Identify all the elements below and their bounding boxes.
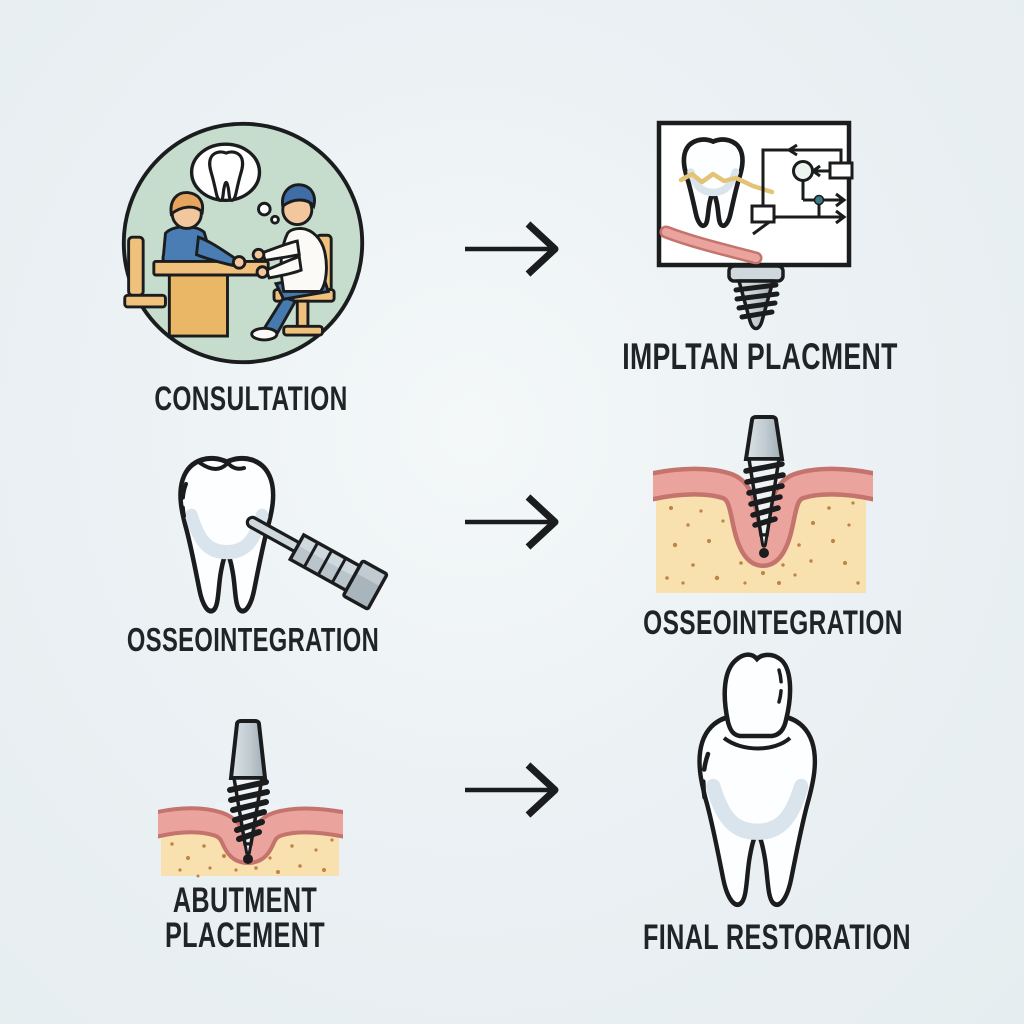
implant-in-bone-icon (645, 413, 881, 608)
crown-icon (722, 652, 793, 739)
consultation-icon (117, 117, 369, 374)
abutment-label-line1: ABUTMENT (172, 881, 318, 920)
abutment-screw-icon (227, 719, 270, 864)
flowchart-node (813, 194, 825, 206)
step-label-abutment-placement: ABUTMENT PLACEMENT (165, 883, 325, 953)
step-label-osseointegration-left: OSSEOINTEGRATION (126, 621, 380, 658)
implant-placement-diagram-icon (656, 120, 856, 347)
dental-drill-icon (245, 515, 389, 611)
right-arrow-icon (465, 221, 559, 277)
implant-screw-icon (743, 415, 786, 558)
step-label-final-restoration: FINAL RESTORATION (643, 918, 911, 957)
step-label-implant-placement: IMPLTAN PLACMENT (622, 336, 898, 377)
step-label-osseointegration-right: OSSEOINTEGRATION (643, 604, 903, 642)
abutment-in-bone-icon (150, 718, 350, 888)
desk (152, 259, 270, 277)
tooth-drill-icon (156, 448, 396, 638)
right-arrow-icon (465, 494, 559, 550)
crack-line (678, 171, 775, 195)
flowchart (752, 143, 847, 236)
bone-texture (170, 838, 334, 878)
abutment-label-line2: PLACEMENT (164, 916, 326, 955)
implant-screw-icon (727, 264, 785, 331)
bone-texture (665, 501, 860, 585)
crowned-tooth-icon (678, 650, 838, 925)
right-arrow-icon (465, 762, 559, 818)
step-label-consultation: CONSULTATION (154, 380, 348, 418)
